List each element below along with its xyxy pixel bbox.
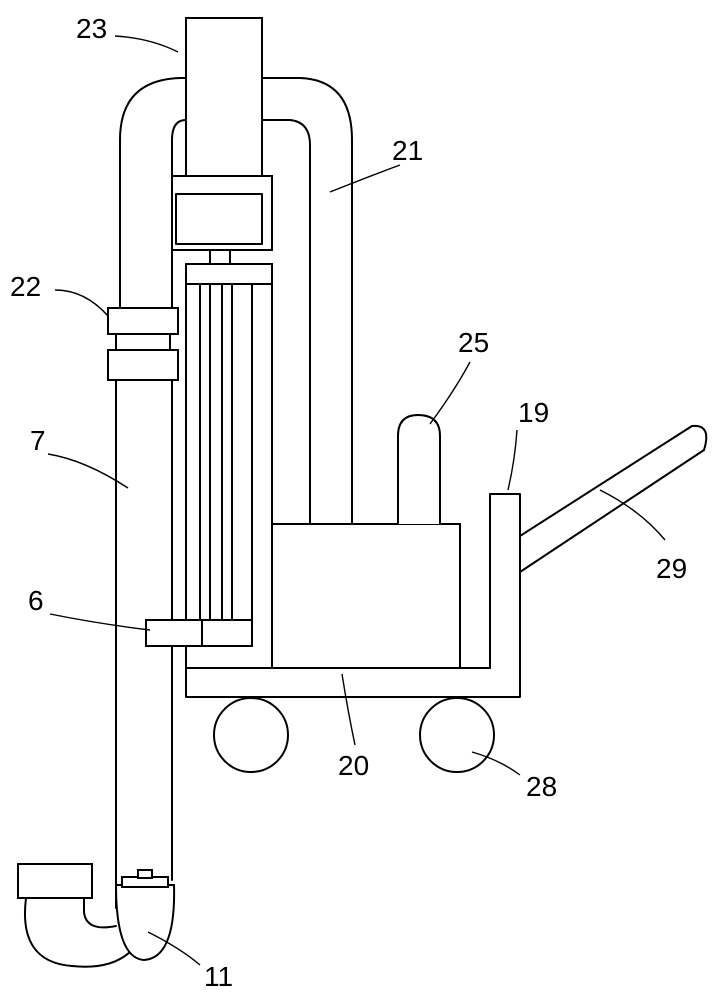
label-20: 20 xyxy=(338,750,369,781)
wheel-left xyxy=(213,697,289,773)
handle xyxy=(519,424,708,573)
label-11: 11 xyxy=(204,961,233,992)
label-28: 28 xyxy=(526,771,557,802)
label-19: 19 xyxy=(518,397,549,428)
label-29: 29 xyxy=(656,553,687,584)
bottom-trap xyxy=(17,863,131,968)
label-6: 6 xyxy=(28,585,44,616)
connector-stubs xyxy=(209,249,231,265)
cart-body xyxy=(185,493,521,698)
leader-lines xyxy=(47,35,666,966)
top-housing xyxy=(185,17,263,177)
lifting-rail xyxy=(185,263,273,669)
loop-pipe xyxy=(119,77,353,526)
label-7: 7 xyxy=(30,425,46,456)
label-21: 21 xyxy=(392,135,423,166)
bracket xyxy=(145,619,253,647)
label-22: 22 xyxy=(10,271,41,302)
wheel-right xyxy=(419,697,495,773)
bottom-cap xyxy=(114,869,176,962)
tank xyxy=(397,413,441,524)
label-23: 23 xyxy=(76,13,107,44)
clamp-block xyxy=(171,175,273,251)
reference-labels: 23 21 22 25 19 7 29 6 20 28 11 xyxy=(10,13,687,992)
label-25: 25 xyxy=(458,327,489,358)
coupling-rings xyxy=(107,307,179,381)
